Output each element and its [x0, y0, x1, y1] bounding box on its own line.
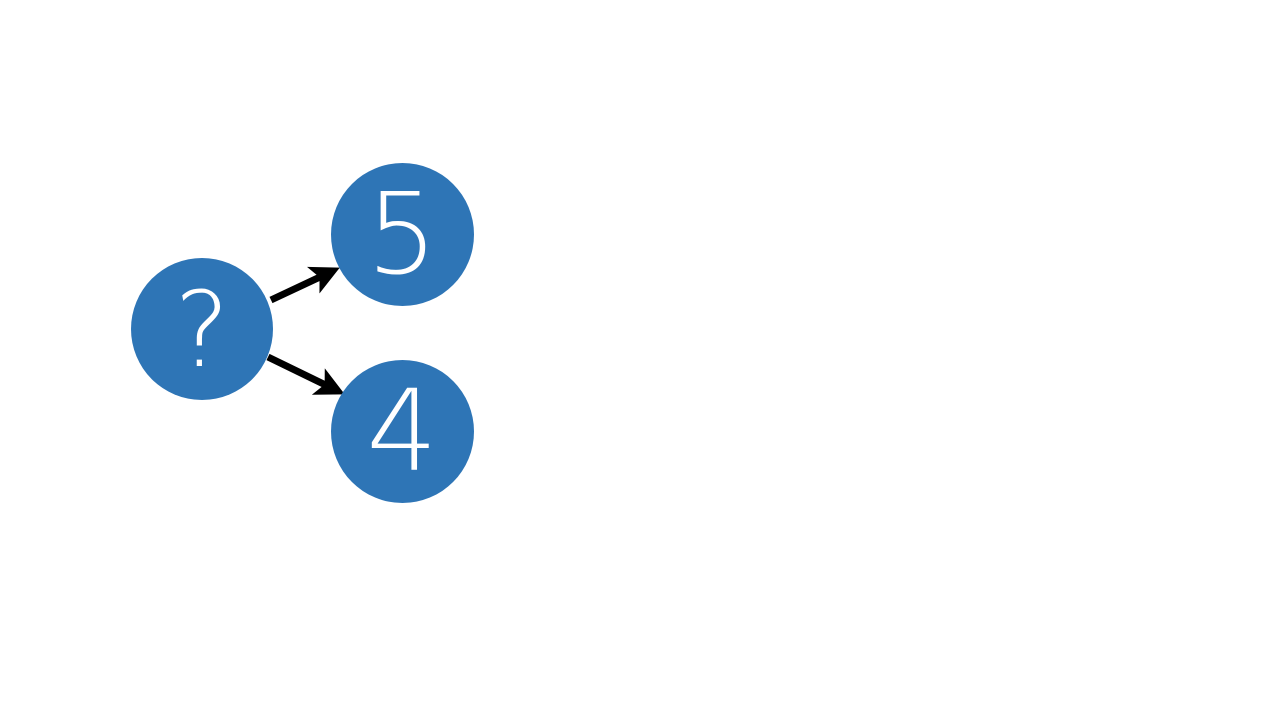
node-5-label: 5: [366, 170, 438, 300]
edge-q-to-5[interactable]: [269, 266, 340, 304]
node-question[interactable]: ?: [131, 258, 273, 400]
node-5[interactable]: 5: [330, 162, 474, 306]
node-4-label: 4: [366, 367, 438, 497]
edge-q-to-4[interactable]: [266, 353, 345, 395]
node-4[interactable]: 4: [330, 359, 474, 503]
node-question-label: ?: [174, 269, 230, 391]
